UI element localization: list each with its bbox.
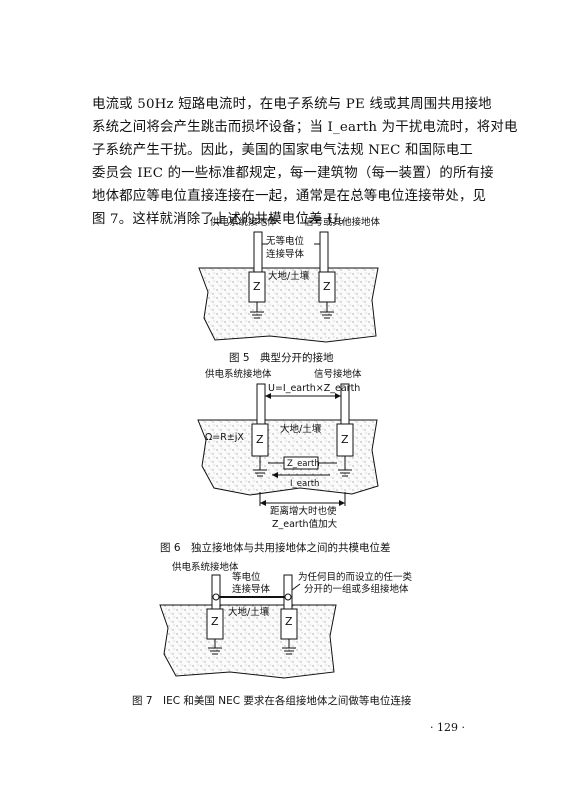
ground-rod-left — [211, 574, 221, 610]
fig7-z-left: Z — [211, 615, 219, 628]
fig6-note-line2: Z_earth值加大 — [272, 519, 338, 530]
paragraph-line: 委员会 IEC 的一些标准都规定，每一建筑物（每一装置）的所有接 — [92, 166, 494, 181]
fig6-z-right: Z — [341, 433, 349, 446]
ground-rod-right — [283, 574, 293, 610]
fig6-z-left: Z — [256, 433, 264, 446]
fig5-caption: 图 5 典型分开的接地 — [229, 352, 334, 364]
fig7-label-right-line1: 为任何目的而设立的任一类 — [298, 572, 413, 583]
paragraph-line: 子系统产生干扰。因此，美国的国家电气法规 NEC 和国际电工 — [92, 143, 474, 158]
fig6-omega: Ω=R±jX — [205, 432, 244, 443]
figure-5 — [198, 231, 379, 343]
fig5-ground-label: 大地/土壤 — [268, 271, 310, 282]
fig7-caption: 图 7 IEC 和美国 NEC 要求在各组接地体之间做等电位连接 — [132, 695, 412, 707]
fig6-zearth: Z_earth — [287, 459, 320, 469]
figure-7 — [159, 574, 337, 679]
fig5-z-left: Z — [253, 280, 261, 293]
fig7-z-right: Z — [285, 615, 293, 628]
fig6-note-line1: 距离增大时也使 — [270, 506, 337, 517]
paragraph-line: 系统之间将会产生跳击而损坏设备；当 I_earth 为干扰电流时，将对电 — [92, 120, 518, 135]
fig5-z-right: Z — [323, 280, 331, 293]
fig5-label-left: 供电系统接地体 — [210, 217, 277, 228]
paragraph-line: 图 7。这样就消除了上述的共模电位差 U。 — [92, 212, 353, 227]
fig7-ground-label: 大地/土壤 — [228, 607, 270, 618]
paragraph-line: 电流或 50Hz 短路电流时，在电子系统与 PE 线或其周围共用接地 — [92, 97, 492, 112]
paragraph-line: 地体都应等电位直接连接在一起，通常是在总等电位连接带处，见 — [92, 189, 487, 204]
fig5-box-line1: 无等电位 — [266, 236, 305, 247]
ground-rod-right — [319, 231, 329, 273]
body-paragraph: 电流或 50Hz 短路电流时，在电子系统与 PE 线或其周围共用接地 系统之间将… — [92, 93, 518, 231]
ground-rod-left — [256, 383, 266, 425]
fig6-label-right: 信号接地体 — [314, 369, 362, 380]
fig7-box-line1: 等电位 — [232, 572, 261, 583]
page-number: · 129 · — [430, 721, 465, 734]
figure-6 — [197, 383, 379, 506]
fig6-formula: U=I_earth×Z_earth — [268, 383, 361, 394]
ground-rod-left — [253, 231, 263, 273]
fig7-label-right-line2: 分开的一组或多组接地体 — [304, 584, 409, 595]
fig7-box-line2: 连接导体 — [232, 584, 271, 595]
fig6-iearth: I_earth — [290, 479, 320, 489]
fig6-label-left: 供电系统接地体 — [205, 369, 272, 380]
fig6-caption: 图 6 独立接地体与共用接地体之间的共模电位差 — [160, 542, 391, 554]
fig7-label-left: 供电系统接地体 — [172, 562, 239, 573]
fig5-box-line2: 连接导体 — [266, 249, 305, 260]
fig5-label-right: 信号或其他接地体 — [304, 217, 381, 228]
fig6-ground-label: 大地/土壤 — [280, 424, 322, 435]
